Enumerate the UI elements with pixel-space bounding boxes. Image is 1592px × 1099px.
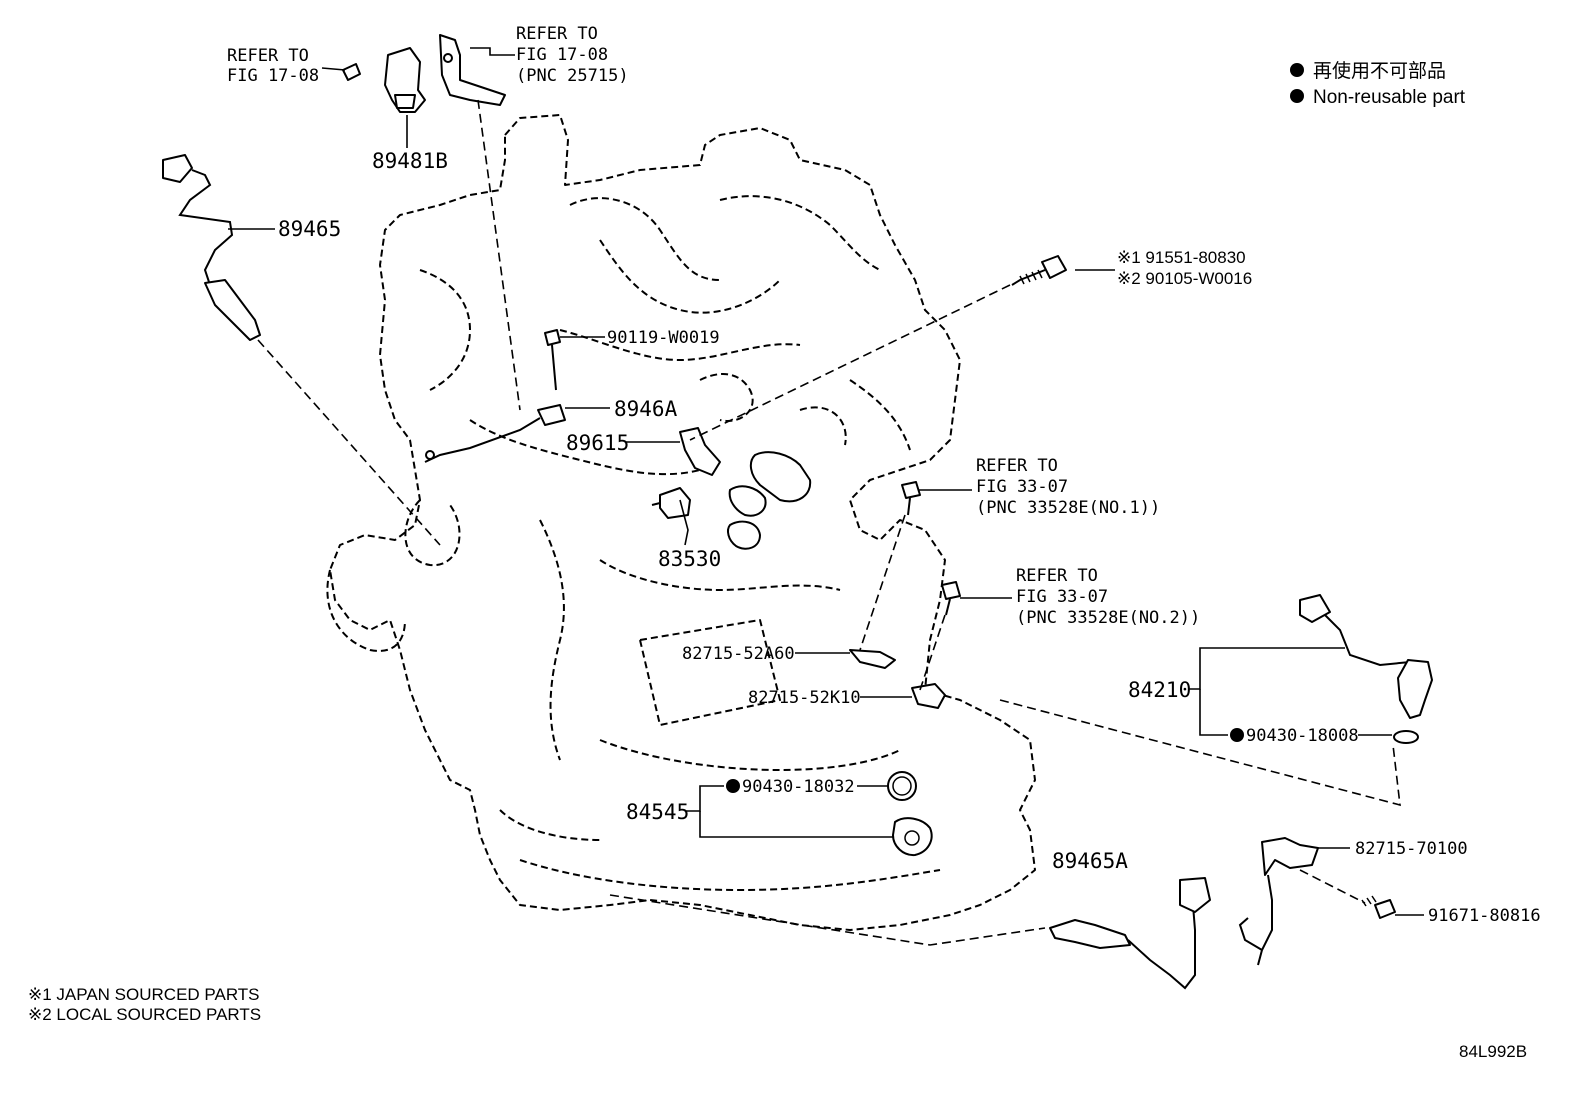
part-label-82715-52A60: 82715-52A60 (682, 644, 795, 664)
bolt-fig33-no2 (941, 581, 961, 616)
part-label-83530: 83530 (658, 547, 721, 571)
legend-english: Non-reusable part (1313, 87, 1466, 108)
part-label-89615: 89615 (566, 431, 629, 455)
footnotes: ※1 JAPAN SOURCED PARTS ※2 LOCAL SOURCED … (28, 985, 261, 1024)
refer-note-line: REFER TO (516, 24, 598, 44)
part-labels: 89481B 89465 90119-W0019 8946A 89615 835… (278, 149, 1541, 926)
bracket-top (439, 34, 506, 106)
diagram-id: 84L992B (1459, 1042, 1527, 1061)
legend-bullet (1290, 89, 1304, 103)
refer-note-line: FIG 17-08 (227, 66, 319, 86)
bolt-91671-80816 (1361, 895, 1396, 919)
refer-note-line: (PNC 25715) (516, 66, 629, 86)
oxygen-sensor-89465A (1049, 877, 1211, 990)
legend-bullet (1290, 63, 1304, 77)
footnote-japan-sourced: ※1 JAPAN SOURCED PARTS (28, 985, 260, 1004)
sensor-89481B (342, 47, 426, 113)
part-label-91671-80816: 91671-80816 (1428, 906, 1541, 926)
non-reusable-marker (1230, 728, 1244, 742)
part-label-89481B: 89481B (372, 149, 448, 173)
non-reusable-marker (726, 779, 740, 793)
part-label-84545: 84545 (626, 800, 689, 824)
assembly-dashed-lines (257, 99, 1401, 946)
part-label-91551-80830: ※1 91551-80830 (1117, 248, 1246, 267)
part-label-89465: 89465 (278, 217, 341, 241)
refer-note-line: (PNC 33528E(NO.1)) (976, 498, 1160, 518)
clamp-82715-52A60 (849, 649, 896, 669)
transaxle-pipes (727, 451, 812, 550)
refer-note-fig17-08-right: REFER TO FIG 17-08 (PNC 25715) (516, 24, 629, 86)
refer-note-line: REFER TO (976, 456, 1058, 476)
legend: 再使用不可部品 Non-reusable part (1290, 60, 1466, 108)
switch-84545 (892, 817, 933, 857)
part-label-82715-52K10: 82715-52K10 (748, 688, 861, 708)
part-label-90119-W0019: 90119-W0019 (607, 328, 720, 348)
clamp-82715-52K10 (911, 683, 946, 709)
bolt-91551-80830 (1011, 255, 1067, 286)
part-label-90430-18008: 90430-18008 (1246, 726, 1359, 746)
part-label-90430-18032: 90430-18032 (742, 777, 855, 797)
refer-note-line: REFER TO (1016, 566, 1098, 586)
refer-note-fig17-08-left: REFER TO FIG 17-08 (227, 46, 319, 86)
bolt-fig33-no1 (901, 481, 921, 516)
oring-90430-18032 (887, 771, 917, 801)
part-label-8946A: 8946A (614, 397, 678, 421)
oxygen-sensor-89465 (162, 154, 261, 341)
leader-lines (228, 47, 1424, 916)
part-label-89465A: 89465A (1052, 849, 1128, 873)
refer-note-fig33-07-no2: REFER TO FIG 33-07 (PNC 33528E(NO.2)) (1016, 566, 1200, 628)
refer-note-line: FIG 33-07 (1016, 587, 1108, 607)
part-label-84210: 84210 (1128, 678, 1191, 702)
legend-japanese: 再使用不可部品 (1313, 60, 1446, 82)
refer-note-line: FIG 17-08 (516, 45, 608, 65)
part-label-90105-W0016: ※2 90105-W0016 (1117, 269, 1252, 288)
refer-note-line: FIG 33-07 (976, 477, 1068, 497)
bracket-82715-70100 (1238, 837, 1319, 966)
sensor-8946A (424, 404, 566, 463)
part-label-82715-70100: 82715-70100 (1355, 839, 1468, 859)
refer-note-line: (PNC 33528E(NO.2)) (1016, 608, 1200, 628)
refer-note-line: REFER TO (227, 46, 309, 66)
sensor-84210 (1299, 594, 1433, 744)
refer-note-fig33-07-no1: REFER TO FIG 33-07 (PNC 33528E(NO.1)) (976, 456, 1160, 518)
bolt-90119-W0019 (544, 329, 561, 391)
footnote-local-sourced: ※2 LOCAL SOURCED PARTS (28, 1005, 261, 1024)
